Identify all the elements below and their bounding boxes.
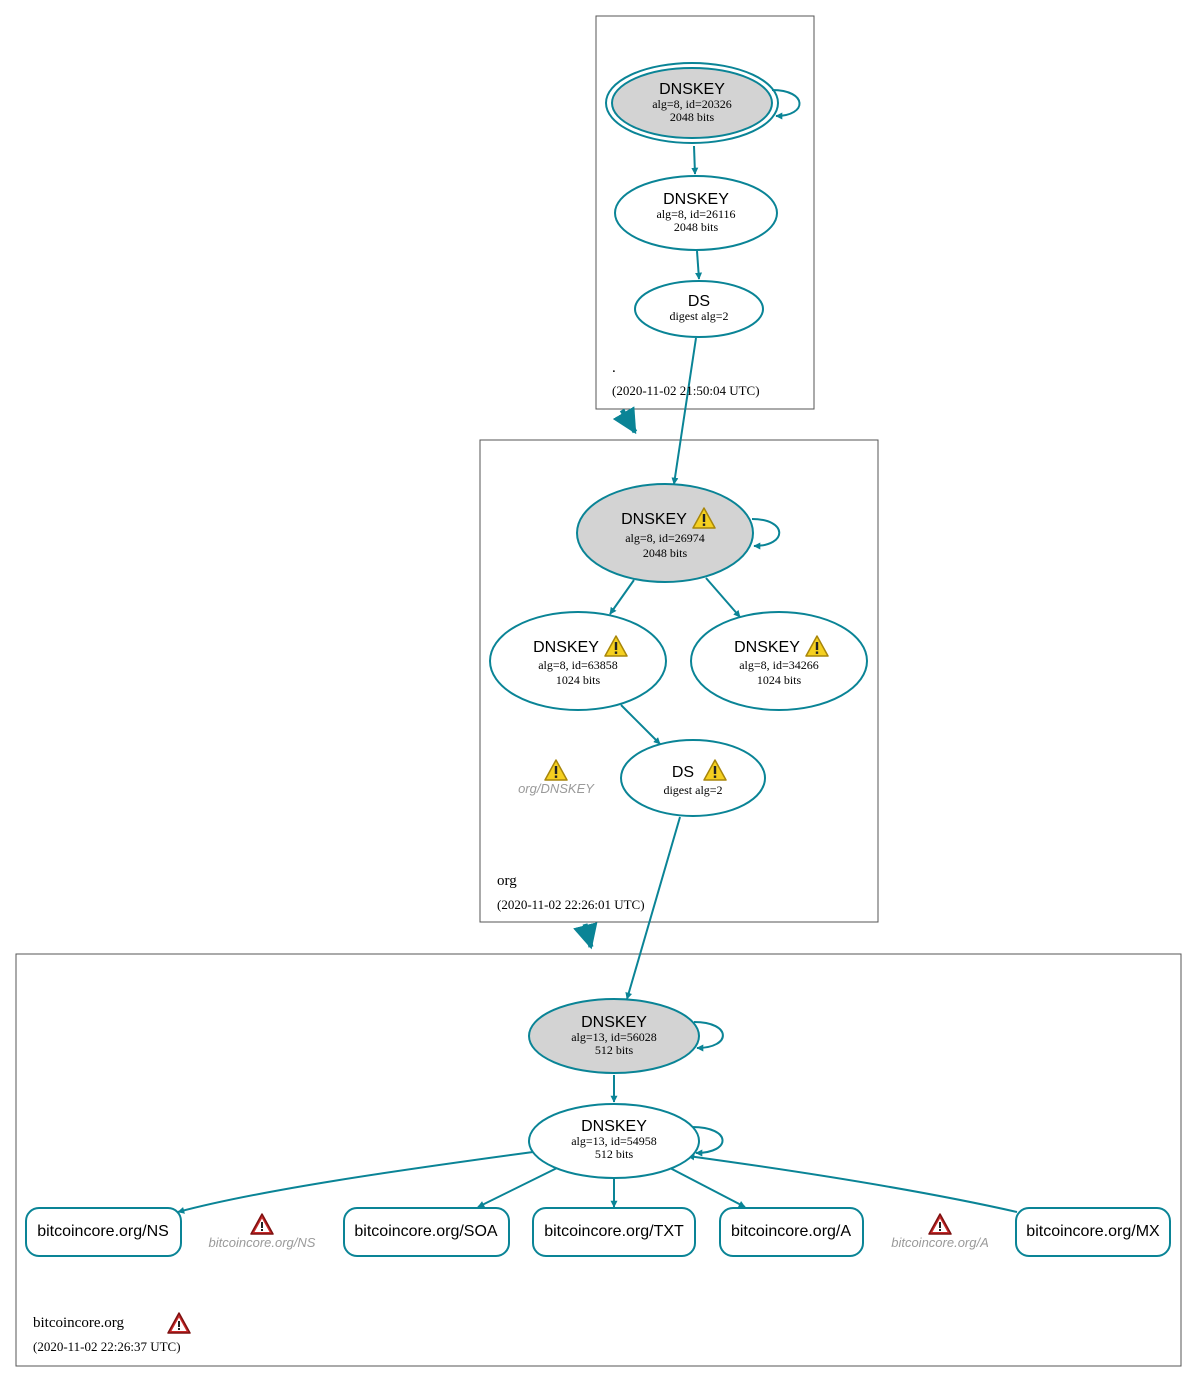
root-ksk-ellipse	[611, 67, 773, 139]
bc-ksk-ellipse	[528, 998, 700, 1074]
org-dnskey-ghost-warning-icon	[544, 759, 568, 781]
org-ksk-ellipse	[576, 483, 754, 583]
record-txt-node[interactable]: bitcoincore.org/TXT	[532, 1207, 696, 1257]
root-ksk-line1: alg=8, id=20326	[652, 97, 732, 111]
bc-ksk-line2: 512 bits	[595, 1043, 634, 1057]
record-soa-node[interactable]: bitcoincore.org/SOA	[343, 1207, 510, 1257]
org-ksk-node[interactable]: DNSKEY alg=8, id=26974 2048 bits	[576, 483, 754, 583]
org-ds-ellipse	[620, 739, 766, 817]
root-ksk-line2: 2048 bits	[670, 110, 715, 124]
root-ksk-outer-ring	[605, 62, 779, 144]
record-ns-ghost-error-icon	[250, 1213, 274, 1235]
org-ksk-line1: alg=8, id=26974	[625, 531, 705, 545]
org-ds-node[interactable]: DS digest alg=2	[620, 739, 766, 817]
org-zsk1-line1: alg=8, id=63858	[538, 658, 618, 672]
edge-org-ksk-zsk2	[705, 577, 741, 618]
bc-zsk-line2: 512 bits	[595, 1147, 634, 1161]
org-zsk1-title: DNSKEY	[533, 639, 599, 656]
bc-ksk-node[interactable]: DNSKEY alg=13, id=56028 512 bits	[528, 998, 700, 1074]
bc-zsk-line1: alg=13, id=54958	[571, 1134, 657, 1148]
bc-zsk-node[interactable]: DNSKEY alg=13, id=54958 512 bits	[528, 1103, 700, 1179]
zone-org-name: org	[497, 873, 517, 889]
org-zsk2-line1: alg=8, id=34266	[739, 658, 819, 672]
root-ksk-node[interactable]: DNSKEY alg=8, id=20326 2048 bits	[605, 62, 779, 144]
org-ds-line1: digest alg=2	[663, 783, 722, 797]
record-ns-label: bitcoincore.org/NS	[37, 1223, 169, 1240]
edge-bc-zsk-self	[691, 1126, 724, 1157]
delegation-arrow-root-org	[612, 406, 638, 435]
root-ds-ellipse	[634, 280, 764, 338]
record-ns-ghost-node[interactable]: bitcoincore.org/NS	[209, 1213, 316, 1250]
org-dnskey-ghost-label: org/DNSKEY	[518, 781, 595, 796]
zone-bitcoincore-timestamp: (2020-11-02 22:26:37 UTC)	[33, 1339, 181, 1354]
edge-root-zsk-ds	[695, 250, 703, 280]
record-soa-label: bitcoincore.org/SOA	[354, 1223, 498, 1240]
zone-root-timestamp: (2020-11-02 21:50:04 UTC)	[612, 383, 760, 398]
org-ksk-line2: 2048 bits	[643, 546, 688, 560]
edge-bc-zsk-a	[669, 1167, 746, 1208]
org-dnskey-ghost-node[interactable]: org/DNSKEY	[518, 759, 595, 796]
edge-bc-zsk-soa	[477, 1167, 558, 1208]
record-txt-box	[532, 1207, 696, 1257]
zone-org-timestamp: (2020-11-02 22:26:01 UTC)	[497, 897, 645, 912]
zone-bitcoincore-error-icon[interactable]	[167, 1312, 191, 1334]
record-ns-ghost-label: bitcoincore.org/NS	[209, 1235, 316, 1250]
root-ksk-title: DNSKEY	[659, 81, 725, 98]
edge-org-ksk-self	[751, 518, 781, 550]
root-zsk-ellipse	[614, 175, 778, 251]
bc-ksk-title: DNSKEY	[581, 1014, 647, 1031]
root-zsk-node[interactable]: DNSKEY alg=8, id=26116 2048 bits	[614, 175, 778, 251]
record-a-ghost-error-icon	[928, 1213, 952, 1235]
record-a-label: bitcoincore.org/A	[731, 1223, 851, 1240]
zone-root-name: .	[612, 360, 616, 376]
record-ns-node[interactable]: bitcoincore.org/NS	[25, 1207, 182, 1257]
zone-org-box	[479, 439, 879, 923]
bc-ksk-line1: alg=13, id=56028	[571, 1030, 657, 1044]
root-zsk-line2: 2048 bits	[674, 220, 719, 234]
record-a-box	[719, 1207, 864, 1257]
org-zsk1-node[interactable]: DNSKEY alg=8, id=63858 1024 bits	[489, 611, 667, 711]
edge-root-ksk-zsk	[691, 145, 699, 175]
zone-bitcoincore-name: bitcoincore.org	[33, 1315, 124, 1331]
edge-org-ksk-zsk1	[609, 579, 635, 615]
org-zsk2-ellipse	[690, 611, 868, 711]
root-ds-node[interactable]: DS digest alg=2	[634, 280, 764, 338]
bc-zsk-ellipse	[528, 1103, 700, 1179]
record-soa-box	[343, 1207, 510, 1257]
zone-root-box	[595, 15, 815, 410]
org-zsk1-ellipse	[489, 611, 667, 711]
org-zsk2-line2: 1024 bits	[757, 673, 802, 687]
bc-zsk-title: DNSKEY	[581, 1118, 647, 1135]
edge-root-ksk-self	[771, 89, 801, 120]
root-zsk-line1: alg=8, id=26116	[656, 207, 735, 221]
edge-mx-zsk	[687, 1153, 1018, 1213]
record-mx-box	[1015, 1207, 1171, 1257]
org-zsk1-line2: 1024 bits	[556, 673, 601, 687]
delegation-arrow-org-bitcoincore	[573, 922, 598, 950]
record-mx-node[interactable]: bitcoincore.org/MX	[1015, 1207, 1171, 1257]
root-ds-title: DS	[688, 293, 710, 310]
record-a-ghost-label: bitcoincore.org/A	[891, 1235, 989, 1250]
org-ksk-title: DNSKEY	[621, 511, 687, 528]
record-a-ghost-node[interactable]: bitcoincore.org/A	[891, 1213, 989, 1250]
edge-bc-zsk-ns	[177, 1151, 534, 1214]
record-a-node[interactable]: bitcoincore.org/A	[719, 1207, 864, 1257]
org-ds-title: DS	[672, 764, 694, 781]
edge-org-ds-bitcoincore-ksk	[625, 816, 681, 1000]
record-ns-box	[25, 1207, 182, 1257]
edge-org-zsk1-ds	[620, 704, 661, 745]
root-zsk-title: DNSKEY	[663, 191, 729, 208]
record-txt-label: bitcoincore.org/TXT	[544, 1223, 684, 1240]
zone-bitcoincore-box	[15, 953, 1182, 1367]
org-zsk2-node[interactable]: DNSKEY alg=8, id=34266 1024 bits	[690, 611, 868, 711]
record-mx-label: bitcoincore.org/MX	[1026, 1223, 1160, 1240]
edge-root-ds-org-ksk	[671, 337, 697, 485]
root-ds-line1: digest alg=2	[669, 309, 728, 323]
edge-bc-ksk-self	[693, 1021, 724, 1052]
org-zsk2-title: DNSKEY	[734, 639, 800, 656]
